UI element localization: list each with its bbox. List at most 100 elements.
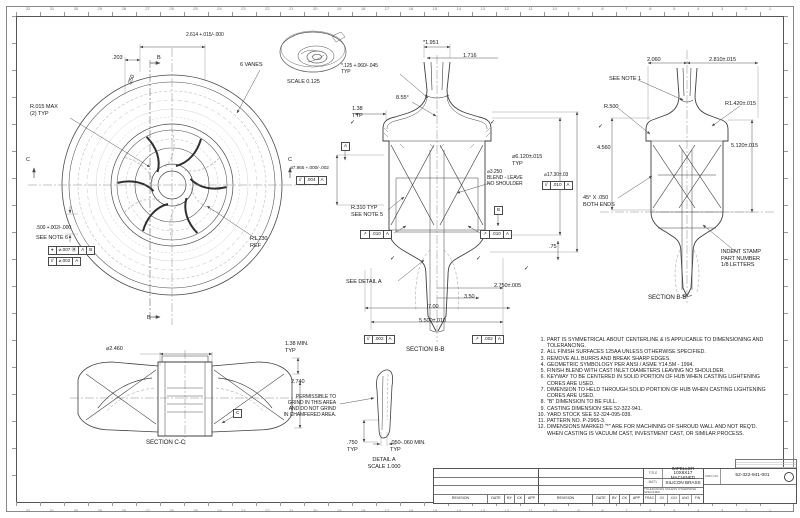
zone-number: 17: [384, 508, 390, 513]
dim-1-38-typ: 1.38 TYP: [352, 106, 363, 119]
note-number: 7.: [540, 386, 545, 393]
zone-ticks-left: [12, 16, 16, 501]
zone-number: 20: [312, 6, 318, 11]
fcf-cell: //: [51, 258, 54, 263]
section-marker-b-bottom: B: [147, 315, 151, 321]
zone-number: 7: [625, 6, 628, 11]
dim-203: .203: [112, 55, 123, 61]
zone-number: 19: [336, 6, 342, 11]
zone-number: 13: [480, 508, 485, 513]
tolerance-note: TOLERANCES UNLESS OTHERWISE SPECIFIED: [644, 488, 703, 495]
note-number: 6.: [540, 374, 545, 381]
revision-header-cell: REVISION: [556, 496, 575, 501]
zone-number: 9: [577, 508, 580, 513]
section-bb-main-label: SECTION B-B: [406, 346, 445, 353]
zone-number: 26: [169, 6, 174, 11]
note-text: DIMENSION TO HELD THROUGH SOLID PORTION …: [547, 386, 766, 400]
fcf-cell: C: [236, 410, 240, 415]
dwg-no-label: DWG NO.: [704, 469, 721, 484]
note-text: GEOMETRIC SYMBOLOGY PER ANSI / ASME Y14.…: [547, 361, 694, 368]
fcf-cell: //: [299, 177, 302, 182]
zone-ticks-right: [784, 16, 788, 501]
fcf-cell: //: [545, 182, 548, 187]
dim-1-951: *1.951: [423, 40, 439, 46]
dim-2-740: 2.740: [291, 379, 305, 385]
zone-number: 3: [721, 508, 724, 513]
revision-empty-row: [539, 478, 643, 487]
zone-number: 18: [360, 6, 366, 11]
dim-3-50: 3.50: [464, 294, 475, 300]
callout-see-detail-a: SEE DETAIL A: [346, 279, 382, 285]
revision-header-cell: DATE: [487, 495, 504, 504]
zone-number: 20: [312, 508, 318, 513]
note-number: 11.: [538, 418, 545, 425]
material-label: MAT'L: [644, 479, 663, 487]
zone-number: 12: [504, 508, 509, 513]
revision-header-cell: APP: [629, 495, 643, 504]
revision-header-cell: CK: [619, 495, 629, 504]
zone-number: 8: [601, 6, 604, 11]
zone-number: 10: [552, 6, 557, 11]
revision-header-cell: REVISION: [451, 496, 470, 501]
fcf-cell: B: [86, 247, 94, 254]
zone-number: 6: [649, 508, 652, 513]
dim-125-typ: *.125 +.060/-.045 TYP: [341, 63, 378, 75]
revision-header-cell: DATE: [592, 495, 609, 504]
dim-1-38-min: 1.38 MIN. TYP: [285, 341, 309, 354]
note-text: "B" DIMENSION TO BE FULL.: [547, 399, 618, 406]
zone-number: 25: [193, 508, 198, 513]
fcf-cell: //: [367, 336, 370, 341]
company-logo-icon: [784, 471, 794, 482]
note-text: CASTING DIMENSION SEE 52-322-941.: [547, 405, 643, 412]
dim-8-55-deg: 8.55°: [396, 95, 409, 101]
zone-number: 6: [649, 6, 652, 11]
callout-r-310: R.310 TYP SEE NOTE 5: [351, 205, 383, 218]
callout-grind-note: PERMISSIBLE TO GRIND IN THIS AREA AND DO…: [283, 394, 336, 418]
note-text: PART IS SYMMETRICAL ABOUT CENTERLINE & I…: [547, 337, 764, 350]
detail-a-label: DETAIL A SCALE 1.000: [367, 457, 401, 470]
zone-number: 5: [673, 508, 676, 513]
zone-number: 31: [49, 508, 55, 513]
note-item: 2.ALL FINISH SURFACES 125AA UNLESS OTHER…: [533, 349, 766, 355]
note-text: REMOVE ALL BURRS AND BREAK SHARP EDGES.: [547, 355, 671, 362]
note-number: 1.: [540, 337, 545, 343]
fcf-cell: A: [382, 231, 391, 238]
zone-number: 3: [721, 6, 724, 11]
note-item: 6.KEYWAY TO BE CENTERED IN SOLID PORTION…: [533, 374, 766, 386]
detail-a: [339, 369, 396, 446]
zone-number: 15: [432, 508, 438, 513]
dim-dia-7-965: ⌀7.965 +.000/-.002: [290, 166, 329, 171]
section-bb-right: [600, 50, 775, 305]
zone-number: 1: [768, 6, 772, 11]
revision-header-cell: APP: [524, 495, 538, 504]
zone-number: 9: [577, 6, 580, 11]
callout-see-note-6: SEE NOTE 6: [36, 235, 68, 241]
zone-number: 22: [265, 6, 270, 11]
zone-number: 16: [408, 6, 414, 11]
callout-indent-stamp: INDENT STAMP PART NUMBER 1/8 LETTERS: [721, 249, 761, 269]
zone-number: 7: [625, 508, 628, 513]
note-number: 4.: [540, 361, 545, 368]
revision-header-cell: CK: [514, 495, 524, 504]
note-number: 8.: [540, 399, 545, 406]
fcf-cell: .002: [371, 336, 386, 343]
zone-number: 21: [289, 6, 294, 11]
tolerance-cell: .XX: [655, 495, 667, 503]
finish-mark: ✓: [490, 120, 495, 126]
general-notes: 1.PART IS SYMMETRICAL ABOUT CENTERLINE &…: [533, 337, 766, 437]
datum-c: C: [233, 409, 243, 418]
fcf-cell: ↗: [483, 231, 487, 236]
section-marker-c-left: C: [26, 157, 30, 163]
dim-7-00: 7.00: [428, 304, 439, 310]
fcf-cell: .002: [480, 336, 495, 343]
note-number: 10.: [537, 411, 545, 418]
note-text: DIMENSIONS MARKED "*" ARE FOR MACHINING …: [547, 424, 757, 437]
zone-number: 13: [480, 6, 485, 11]
fcf-cell: A: [78, 247, 86, 254]
tolerance-cell: ANG: [679, 495, 691, 503]
zone-ticks-top: [16, 12, 782, 16]
